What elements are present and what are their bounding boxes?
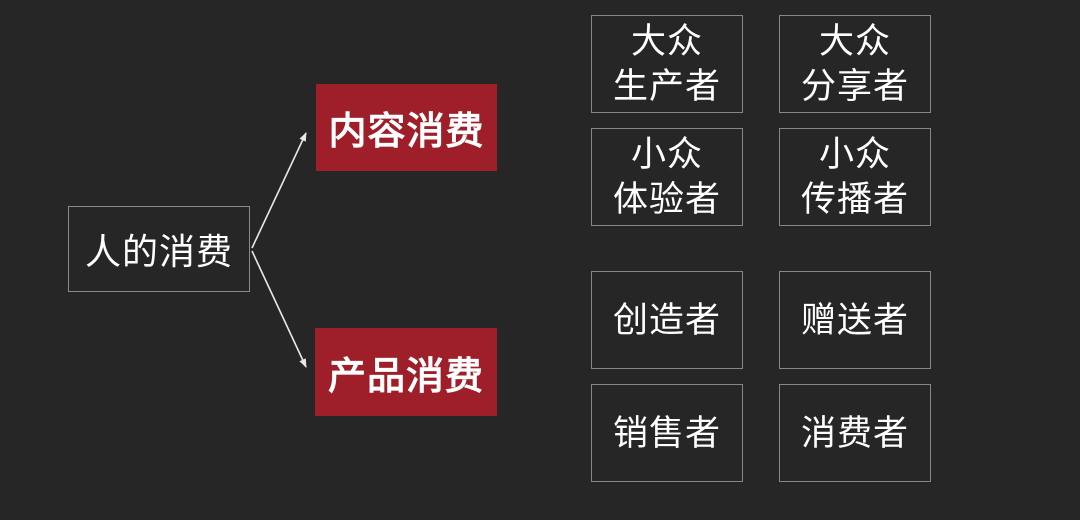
leaf-box-creator: 创造者	[591, 271, 743, 369]
branch-node-content-consumption: 内容消费	[316, 84, 497, 171]
root-node-label: 人的消费	[84, 231, 233, 272]
leaf-label-line: 消费者	[800, 413, 909, 453]
root-node-human-consumption: 人的消费	[68, 206, 250, 292]
branch-node-product-consumption: 产品消费	[315, 328, 497, 416]
leaf-label-line: 分享者	[800, 67, 909, 106]
leaf-label-line: 体验者	[612, 180, 721, 219]
leaf-box-mass-sharer: 大众 分享者	[779, 15, 931, 113]
leaf-label-line: 赠送者	[800, 300, 909, 340]
arrow-root-to-content-consumption	[251, 132, 307, 249]
leaf-label-line: 大众	[818, 22, 891, 61]
leaf-box-niche-spreader: 小众 传播者	[779, 128, 931, 226]
leaf-label-line: 小众	[630, 135, 703, 174]
branch-node-label: 内容消费	[328, 111, 485, 153]
leaf-box-mass-producer: 大众 生产者	[591, 15, 743, 113]
branch-node-label: 产品消费	[327, 355, 484, 398]
leaf-label-line: 创造者	[612, 300, 721, 340]
leaf-label-line: 大众	[630, 22, 703, 61]
arrow-root-to-product-consumption	[251, 250, 307, 368]
leaf-box-consumer: 消费者	[779, 384, 931, 482]
leaf-box-gifter: 赠送者	[779, 271, 931, 369]
leaf-box-niche-experiencer: 小众 体验者	[591, 128, 743, 226]
leaf-label-line: 传播者	[800, 180, 909, 219]
leaf-label-line: 小众	[818, 135, 891, 174]
leaf-box-seller: 销售者	[591, 384, 743, 482]
leaf-label-line: 生产者	[612, 67, 721, 106]
leaf-label-line: 销售者	[612, 413, 721, 453]
